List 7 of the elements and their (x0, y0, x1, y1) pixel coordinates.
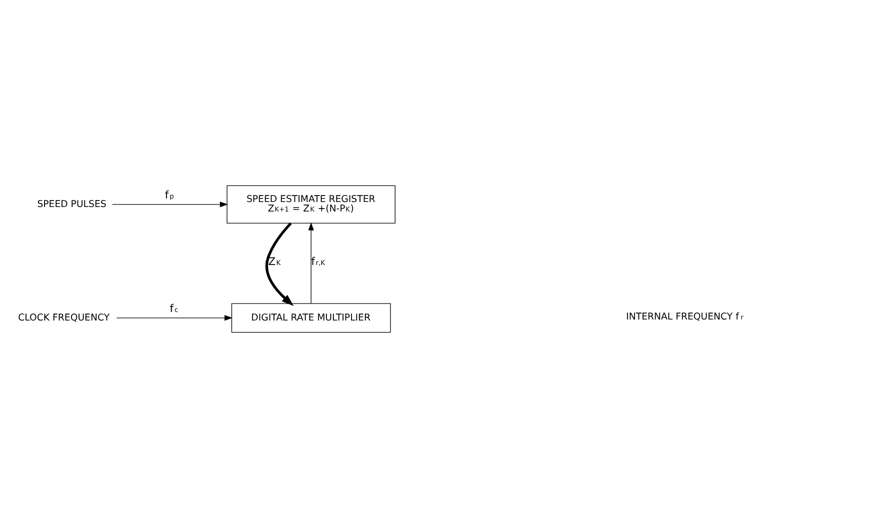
arrow (112, 201, 228, 207)
arrow (265, 222, 294, 306)
node-box: DIGITAL RATE MULTIPLIER (231, 302, 391, 332)
arrow (116, 314, 233, 320)
node-text: CLOCK FREQUENCY (18, 312, 110, 323)
arrow (308, 222, 314, 304)
node-text: SPEED PULSES (37, 198, 106, 210)
